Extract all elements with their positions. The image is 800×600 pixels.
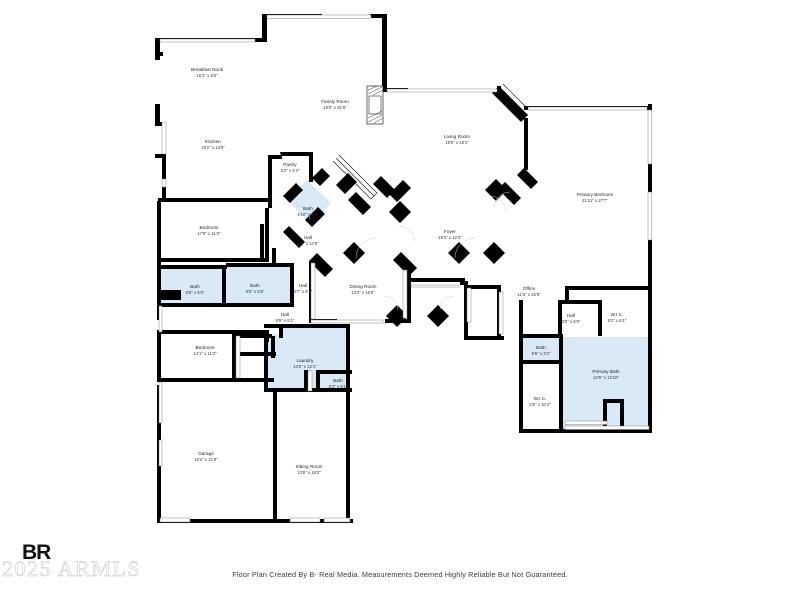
room-dimensions: 15'2" x 21'9" — [194, 457, 218, 462]
room-name: Breakfast Nook — [191, 67, 224, 72]
room-name: Kitchen — [205, 139, 221, 144]
footer-disclaimer: Floor Plan Created By B- Real Media. Mea… — [232, 570, 568, 579]
room-name: Bath — [190, 284, 200, 289]
room-dimensions: 21'11" x 27'7" — [582, 198, 608, 203]
room-dimensions: 5'6" x 3'2" — [532, 351, 551, 356]
room-name: Garage — [198, 451, 214, 456]
room-dimensions: 13'6" x 16'0" — [297, 470, 321, 475]
window-openings — [158, 14, 652, 467]
room-dimensions: 13'9" x 13'10" — [593, 375, 619, 380]
room-dimensions: 17'8" x 11'0" — [197, 231, 221, 236]
wall-structure — [155, 14, 652, 523]
fireplace-hatch — [366, 85, 384, 125]
room-dimensions: 19'5" x 19'1" — [445, 140, 469, 145]
room-name: Sitting Room — [296, 464, 323, 469]
room-dimensions: 19'2" x 13'9" — [201, 145, 225, 150]
room-name: Bath — [333, 378, 343, 383]
room-name: Dining Room — [349, 284, 376, 289]
room-dimensions: 8'9" x 5'1" — [276, 318, 295, 323]
room-dimensions: 5'6" x 10'4" — [529, 402, 551, 407]
room-name: Primary Bedroom — [577, 192, 614, 197]
room-name: Office — [523, 286, 536, 291]
room-dimensions: 5'2" x 4'4" — [281, 168, 300, 173]
room-dimensions: 11'5" x 16'8" — [517, 292, 541, 297]
room-dimensions: 19'5" x 31'6" — [323, 105, 347, 110]
room-name: Pantry — [283, 162, 297, 167]
wet-room-fills — [161, 180, 650, 433]
room-name: Foyer — [444, 229, 456, 234]
room-name: W.I.C. — [611, 312, 624, 317]
room-name: Bath — [536, 345, 546, 350]
room-label: W.I.C.9'3" x 6'1" — [608, 312, 627, 323]
door-swing-arcs — [295, 191, 511, 311]
bottom-door-openings — [159, 517, 351, 523]
room-dimensions: 13'6" x 12'1" — [293, 364, 317, 369]
room-name: Primary Bath — [592, 369, 620, 374]
room-dimensions: 3'7" x 6'1" — [294, 289, 313, 294]
brand-logo: BR — [22, 541, 51, 564]
room-name: Hall — [567, 313, 575, 318]
arched-opening-lines — [332, 83, 527, 200]
room-name: Bath — [250, 283, 260, 288]
room-name: Bath — [303, 206, 313, 211]
room-name: Living Room — [444, 134, 470, 139]
room-name: Bedroom — [196, 345, 215, 350]
room-dimensions: 15'2" x 8'6" — [196, 73, 218, 78]
room-label: W.I.C.5'6" x 10'4" — [529, 396, 551, 407]
room-dimensions: 5'3" x 5'1" — [329, 384, 348, 389]
room-dimensions: 19'3" x 12'3" — [438, 235, 462, 240]
room-name: Hall — [304, 235, 312, 240]
room-dimensions: 9'6" x 5'5" — [186, 290, 205, 295]
room-dimensions: 14'1" x 11'3" — [193, 351, 217, 356]
room-dimensions: 3'6" x 14'0" — [297, 241, 319, 246]
room-dimensions: 3'0" x 6'9" — [562, 319, 581, 324]
room-name: Laundry — [297, 358, 315, 363]
room-name: Hall — [281, 312, 289, 317]
room-dimensions: 9'5" x 5'5" — [246, 289, 265, 294]
room-dimensions: 4'10" x 6'8" — [297, 212, 319, 217]
room-name: Hall — [299, 283, 307, 288]
room-dimensions: 13'2" x 16'9" — [351, 290, 375, 295]
room-name: Family Room — [321, 99, 349, 104]
room-dimensions: 9'3" x 6'1" — [608, 318, 627, 323]
room-name: Bedroom — [200, 225, 219, 230]
room-name: W.I.C. — [534, 396, 547, 401]
watermark: 2025 ARMLS — [2, 556, 142, 581]
